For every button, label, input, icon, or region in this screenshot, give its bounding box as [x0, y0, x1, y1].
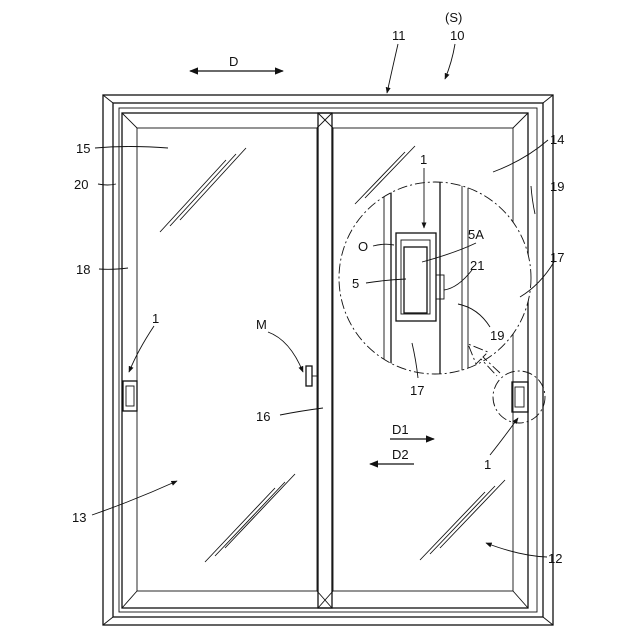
- label-19-top: 19: [550, 179, 564, 194]
- label-19-detail: 19: [490, 328, 504, 343]
- crescent-lock: [306, 366, 318, 386]
- label-15: 15: [76, 141, 90, 156]
- label-1-detail: 1: [420, 152, 427, 167]
- label-20: 20: [74, 177, 88, 192]
- handle-right: [512, 382, 528, 412]
- label-d1: D1: [392, 422, 409, 437]
- label-12: 12: [548, 551, 562, 566]
- label-1-left: 1: [152, 311, 159, 326]
- label-13: 13: [72, 510, 86, 525]
- label-5a: 5A: [468, 227, 484, 242]
- label-17-detail: 17: [410, 383, 424, 398]
- label-18: 18: [76, 262, 90, 277]
- left-sash: [122, 113, 332, 608]
- label-o: O: [358, 239, 368, 254]
- label-s: (S): [445, 10, 462, 25]
- label-1-right: 1: [484, 457, 491, 472]
- detail-circle: [339, 160, 531, 400]
- handle-left: [123, 381, 137, 411]
- label-21: 21: [470, 258, 484, 273]
- label-d2: D2: [392, 447, 409, 462]
- label-14: 14: [550, 132, 564, 147]
- label-10: 10: [450, 28, 464, 43]
- label-d: D: [229, 54, 238, 69]
- label-5: 5: [352, 276, 359, 291]
- label-11: 11: [392, 28, 406, 43]
- label-16: 16: [256, 409, 270, 424]
- label-m: M: [256, 317, 267, 332]
- label-17-right: 17: [550, 250, 564, 265]
